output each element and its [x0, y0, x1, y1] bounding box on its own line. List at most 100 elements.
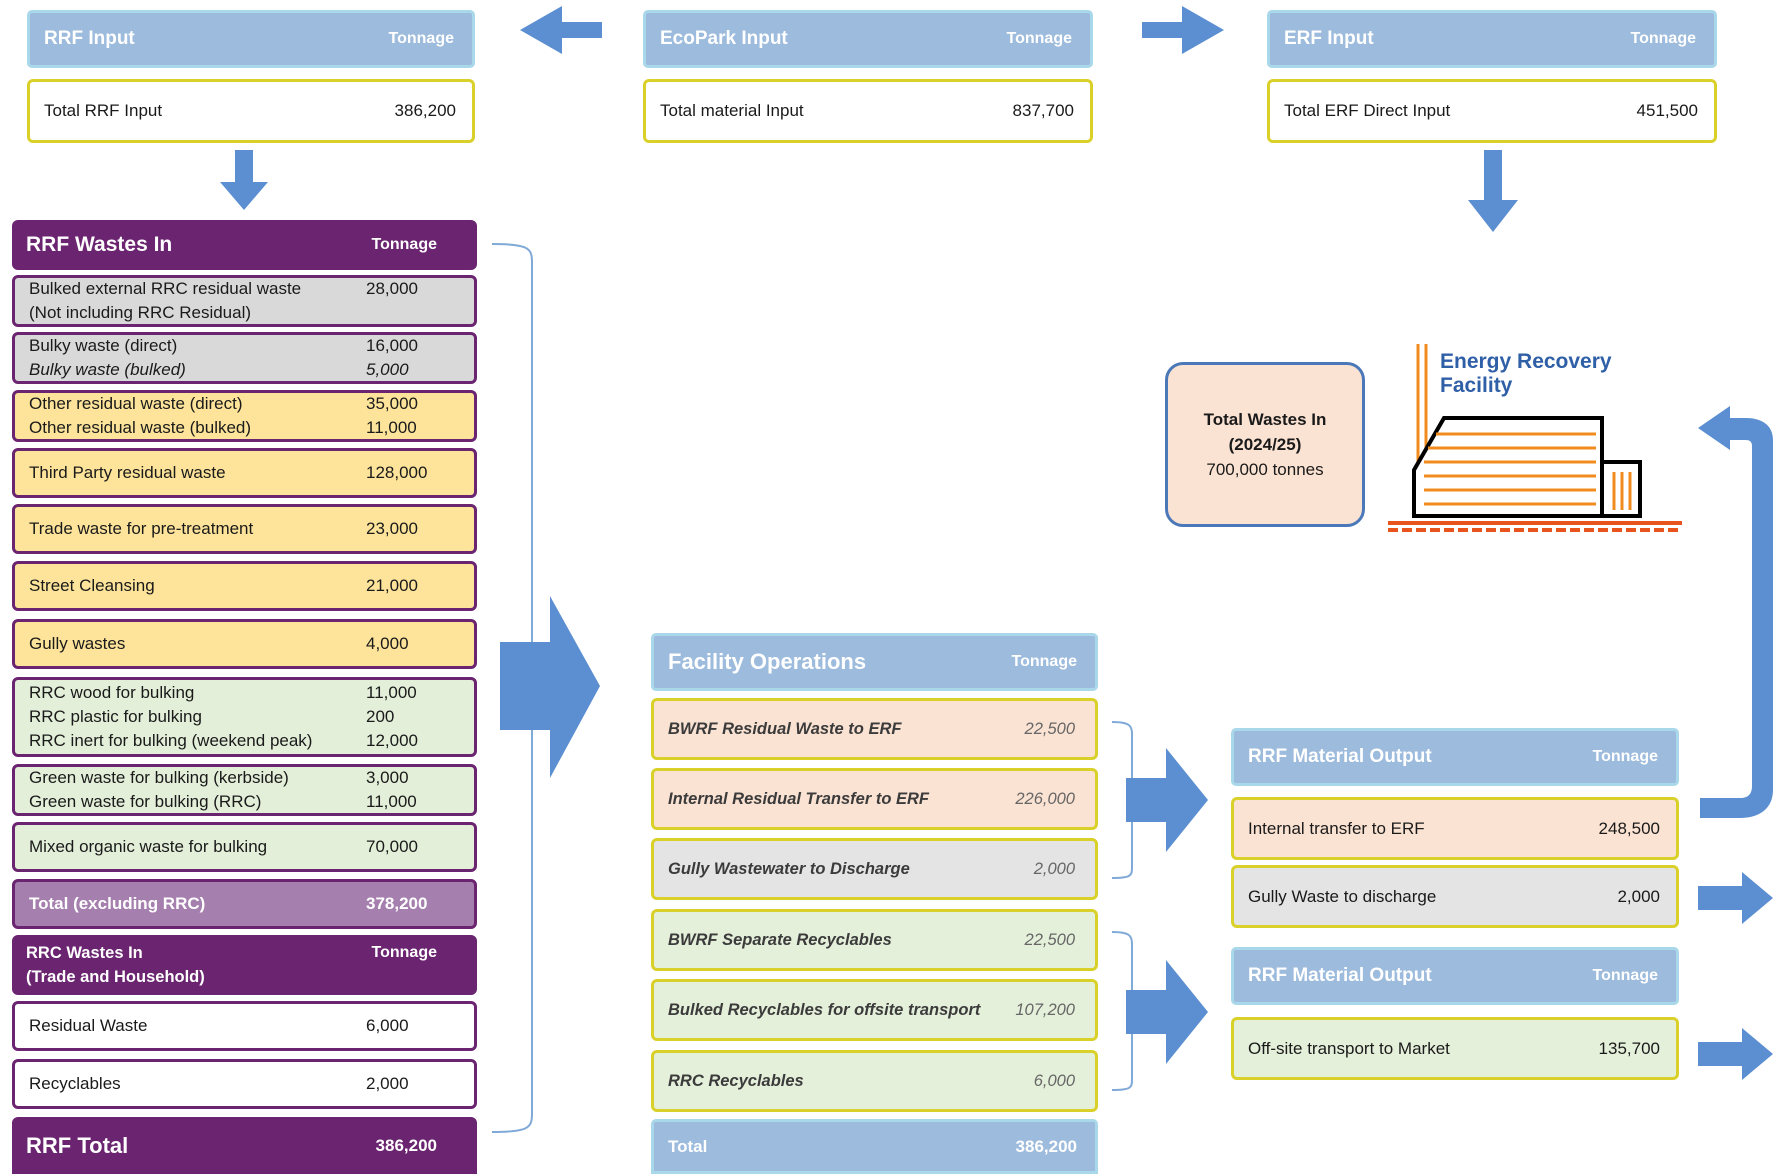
ecopark-input-total: Total material Input 837,700 [643, 79, 1093, 143]
rrf-waste-row: Street Cleansing 21,000 [12, 561, 477, 611]
rrf-wastes-header: RRF Wastes In Tonnage [12, 220, 477, 270]
facility-ops-header: Facility Operations Tonnage [651, 633, 1098, 691]
row-label: Street Cleansing [29, 576, 155, 595]
arrow-right-icon [1698, 1028, 1773, 1080]
row-value: 6,000 [1033, 1071, 1075, 1090]
row-label: Gully wastes [29, 634, 126, 653]
row-value: 11,000 [366, 792, 417, 811]
row-label: Trade waste for pre-treatment [29, 519, 254, 538]
arrow-right-icon [1126, 960, 1208, 1064]
rrf-input-header: RRF Input Tonnage [27, 10, 475, 68]
rrf-input-total-value: 386,200 [394, 101, 456, 120]
row-label: Bulked external RRC residual waste [29, 279, 302, 298]
row-value: 4,000 [366, 634, 409, 653]
row-label: (Not including RRC Residual) [29, 303, 252, 322]
row-value: 11,000 [366, 683, 417, 702]
total-label: Total (excluding RRC) [29, 894, 206, 913]
rrf-output-title: RRF Material Output [1248, 965, 1432, 986]
row-value: 3,000 [366, 768, 409, 787]
big-arrow-right-icon [500, 596, 600, 778]
row-label: RRC plastic for bulking [29, 707, 202, 726]
row-value: 2,000 [1033, 859, 1075, 878]
rrf-waste-row: Gully wastes 4,000 [12, 619, 477, 669]
facility-ops-total-label: Total [668, 1136, 708, 1156]
row-value: 6,000 [366, 1016, 409, 1035]
row-value: 226,000 [1015, 789, 1075, 808]
row-value: 107,200 [1015, 1000, 1075, 1019]
row-value: 22,500 [1024, 719, 1075, 738]
facility-ops-title: Facility Operations [668, 649, 867, 674]
rrf-waste-row: Green waste for bulking (kerbside)3,000 … [12, 764, 477, 816]
arrow-right-icon [1126, 748, 1208, 852]
rrc-wastes-header: RRC Wastes In (Trade and Household) Tonn… [12, 935, 477, 995]
rrc-wastes-unit: Tonnage [371, 944, 437, 961]
rrf-output-header: RRF Material Output Tonnage [1231, 947, 1679, 1005]
erf-facility-title: Energy Recovery Facility [1440, 350, 1612, 397]
rrf-total-value: 386,200 [375, 1135, 437, 1155]
rrf-wastes-title: RRF Wastes In [26, 233, 173, 256]
erf-input-header: ERF Input Tonnage [1267, 10, 1717, 68]
row-value: 5,000 [366, 360, 409, 379]
rrf-input-total: Total RRF Input 386,200 [27, 79, 475, 143]
rrc-waste-row: Residual Waste 6,000 [12, 1001, 477, 1051]
erf-input-title: ERF Input [1284, 28, 1374, 49]
rrf-output-row: Gully Waste to discharge 2,000 [1231, 865, 1679, 928]
rrc-wastes-title: RRC Wastes In [26, 944, 143, 962]
row-label: BWRF Separate Recyclables [668, 930, 892, 949]
facility-op-row: BWRF Separate Recyclables 22,500 [651, 909, 1098, 971]
rrf-output-title: RRF Material Output [1248, 746, 1432, 767]
facility-op-row: BWRF Residual Waste to ERF 22,500 [651, 698, 1098, 760]
erf-wastes-period: (2024/25) [1228, 435, 1302, 454]
row-value [366, 301, 434, 325]
row-label: Other residual waste (bulked) [29, 418, 252, 437]
row-value: 22,500 [1024, 930, 1075, 949]
row-label: Gully Waste to discharge [1248, 886, 1437, 906]
row-label: BWRF Residual Waste to ERF [668, 719, 902, 738]
erf-total-wastes-box: Total Wastes In (2024/25) 700,000 tonnes [1165, 362, 1365, 527]
row-value: 21,000 [366, 576, 418, 595]
facility-op-row: Gully Wastewater to Discharge 2,000 [651, 838, 1098, 900]
rrc-wastes-subtitle: (Trade and Household) [26, 968, 205, 986]
row-label: Residual Waste [29, 1016, 148, 1035]
row-label: Mixed organic waste for bulking [29, 837, 268, 856]
row-value: 200 [366, 707, 395, 726]
arrow-left-icon [520, 6, 602, 54]
arrow-down-icon [1468, 150, 1518, 232]
row-label: Green waste for bulking (kerbside) [29, 768, 289, 787]
erf-input-unit: Tonnage [1630, 30, 1696, 47]
rrf-output-unit: Tonnage [1592, 967, 1658, 984]
total-value: 378,200 [366, 894, 428, 913]
erf-input-total: Total ERF Direct Input 451,500 [1267, 79, 1717, 143]
factory-icon [1388, 344, 1682, 532]
rrf-total-label: RRF Total [26, 1132, 129, 1158]
row-value: 2,000 [366, 1074, 409, 1093]
row-value: 2,000 [1617, 886, 1660, 906]
row-value: 135,700 [1598, 1038, 1660, 1058]
facility-ops-unit: Tonnage [1011, 653, 1077, 670]
arrow-down-icon [220, 150, 268, 210]
rrf-wastes-total: Total (excluding RRC) 378,200 [12, 879, 477, 929]
row-label: Other residual waste (direct) [29, 394, 243, 413]
row-value: 11,000 [366, 418, 417, 437]
rrf-waste-row: Bulky waste (direct)16,000 Bulky waste (… [12, 332, 477, 384]
erf-input-total-label: Total ERF Direct Input [1284, 101, 1451, 120]
row-label: Third Party residual waste [29, 463, 226, 482]
ecopark-input-unit: Tonnage [1006, 30, 1072, 47]
row-label: RRC wood for bulking [29, 683, 195, 702]
row-value: 35,000 [366, 394, 418, 413]
ecopark-input-total-label: Total material Input [660, 101, 804, 120]
row-label: Gully Wastewater to Discharge [668, 859, 910, 878]
rrf-wastes-unit: Tonnage [371, 236, 437, 253]
rrf-input-total-label: Total RRF Input [44, 101, 163, 120]
ecopark-input-total-value: 837,700 [1012, 101, 1074, 120]
facility-op-row: Bulked Recyclables for offsite transport… [651, 979, 1098, 1041]
